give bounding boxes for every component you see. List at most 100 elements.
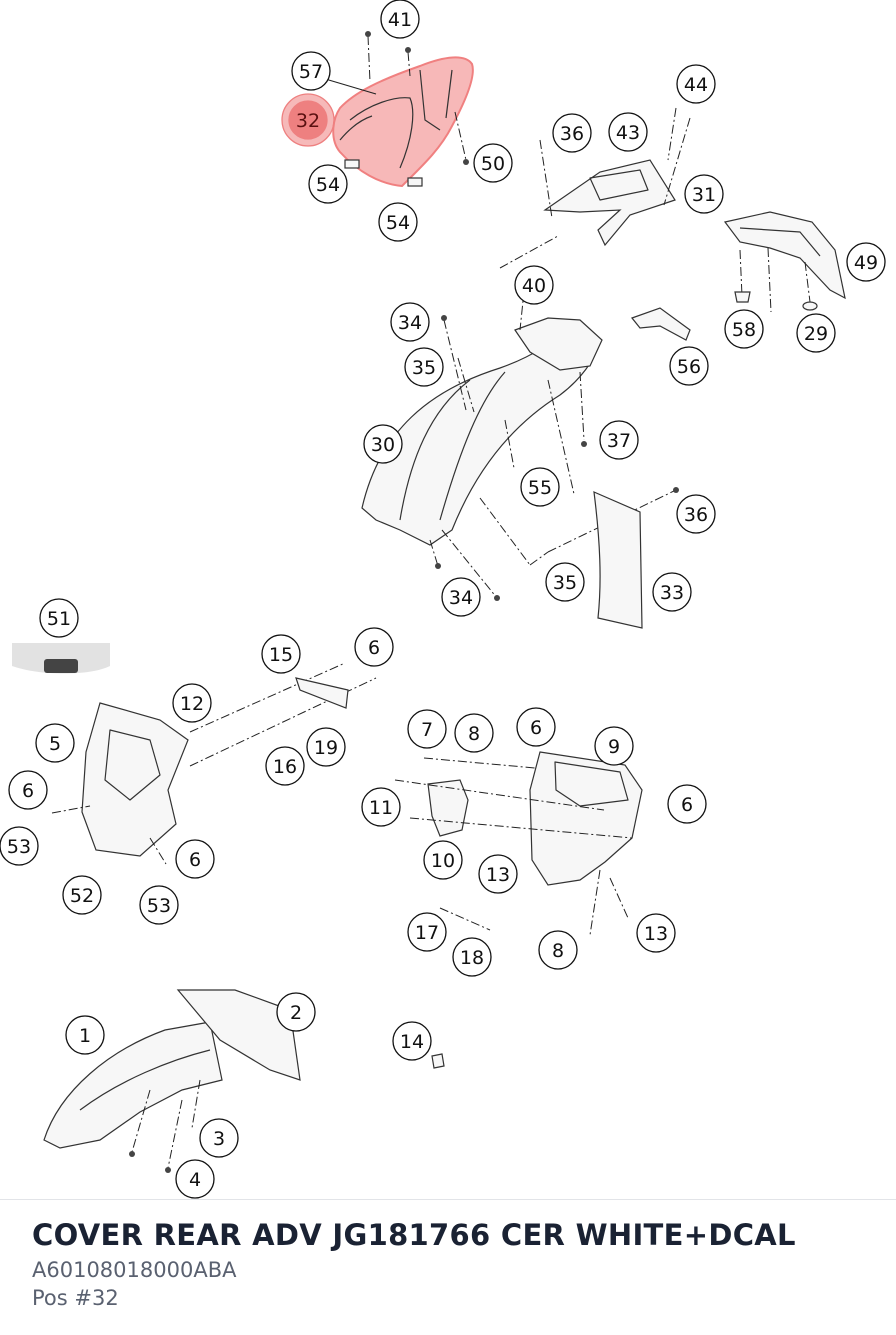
callout-56[interactable]: 56 — [669, 346, 709, 386]
callout-35[interactable]: 35 — [404, 347, 444, 387]
callout-12[interactable]: 12 — [172, 683, 212, 723]
callout-7[interactable]: 7 — [407, 709, 447, 749]
callout-number: 50 — [481, 153, 505, 175]
callout-53[interactable]: 53 — [0, 826, 39, 866]
callout-44[interactable]: 44 — [676, 64, 716, 104]
tail-bracket-part[interactable] — [543, 159, 676, 247]
callout-29[interactable]: 29 — [796, 313, 836, 353]
callout-34[interactable]: 34 — [390, 302, 430, 342]
rear-cover-part-highlighted[interactable] — [332, 56, 474, 188]
callout-57[interactable]: 57 — [291, 51, 331, 91]
callout-circle — [538, 930, 578, 970]
callout-number: 18 — [460, 947, 484, 969]
rear-light-part[interactable] — [723, 211, 846, 300]
callout-circle — [363, 424, 403, 464]
callout-circle — [354, 627, 394, 667]
callout-number: 6 — [22, 780, 34, 802]
callout-circle — [676, 494, 716, 534]
callout-number: 35 — [412, 357, 436, 379]
callout-36[interactable]: 36 — [676, 494, 716, 534]
callout-number: 58 — [732, 319, 756, 341]
callout-circle — [846, 242, 886, 282]
callout-number: 57 — [299, 61, 323, 83]
callout-16[interactable]: 16 — [265, 746, 305, 786]
callout-number: 54 — [316, 174, 340, 196]
callout-number: 55 — [528, 477, 552, 499]
callout-1[interactable]: 1 — [65, 1015, 105, 1055]
headlight-mask-part[interactable] — [81, 702, 189, 857]
callout-10[interactable]: 10 — [423, 840, 463, 880]
callout-13[interactable]: 13 — [636, 913, 676, 953]
callout-circle — [545, 562, 585, 602]
callout-5[interactable]: 5 — [35, 723, 75, 763]
callout-3[interactable]: 3 — [199, 1118, 239, 1158]
callout-number: 5 — [49, 733, 61, 755]
callout-9[interactable]: 9 — [594, 726, 634, 766]
callout-54[interactable]: 54 — [378, 202, 418, 242]
front-fender-part[interactable] — [43, 989, 301, 1149]
callout-circle — [454, 713, 494, 753]
callout-circle — [380, 0, 420, 39]
callout-54[interactable]: 54 — [308, 164, 348, 204]
callout-18[interactable]: 18 — [452, 937, 492, 977]
callout-53[interactable]: 53 — [139, 885, 179, 925]
callout-52[interactable]: 52 — [62, 875, 102, 915]
callout-circle — [175, 839, 215, 879]
instrument-cover-part[interactable] — [529, 751, 643, 886]
callout-number: 1 — [79, 1025, 91, 1047]
part-title: COVER REAR ADV JG181766 CER WHITE+DCAL — [32, 1218, 796, 1252]
callout-37[interactable]: 37 — [599, 420, 639, 460]
callout-15[interactable]: 15 — [261, 634, 301, 674]
callout-34[interactable]: 34 — [441, 577, 481, 617]
callout-17[interactable]: 17 — [407, 912, 447, 952]
callout-number: 33 — [660, 582, 684, 604]
callout-50[interactable]: 50 — [473, 143, 513, 183]
callout-circle — [652, 572, 692, 612]
callout-number: 10 — [431, 850, 455, 872]
callout-32[interactable]: 32 — [281, 93, 335, 147]
callout-circle — [139, 885, 179, 925]
callout-number: 32 — [296, 110, 320, 132]
callout-circle — [669, 346, 709, 386]
decal-part[interactable] — [12, 643, 110, 674]
part-position: Pos #32 — [32, 1286, 119, 1310]
callout-6[interactable]: 6 — [516, 707, 556, 747]
callout-4[interactable]: 4 — [175, 1159, 215, 1199]
callout-58[interactable]: 58 — [724, 309, 764, 349]
callout-8[interactable]: 8 — [454, 713, 494, 753]
callout-35[interactable]: 35 — [545, 562, 585, 602]
callout-14[interactable]: 14 — [392, 1021, 432, 1061]
callout-number: 7 — [421, 719, 433, 741]
callout-55[interactable]: 55 — [520, 467, 560, 507]
callout-number: 6 — [368, 637, 380, 659]
callout-number: 52 — [70, 885, 94, 907]
callout-6[interactable]: 6 — [8, 770, 48, 810]
mount-bracket-part[interactable] — [427, 779, 469, 837]
callout-40[interactable]: 40 — [514, 265, 554, 305]
callout-51[interactable]: 51 — [39, 598, 79, 638]
callout-6[interactable]: 6 — [667, 784, 707, 824]
callout-43[interactable]: 43 — [608, 112, 648, 152]
callout-33[interactable]: 33 — [652, 572, 692, 612]
callout-41[interactable]: 41 — [380, 0, 420, 39]
side-cover-part[interactable] — [593, 491, 643, 629]
callout-2[interactable]: 2 — [276, 992, 316, 1032]
callout-31[interactable]: 31 — [684, 174, 724, 214]
callout-11[interactable]: 11 — [361, 787, 401, 827]
headlight-bracket-part[interactable] — [295, 677, 349, 709]
callout-8[interactable]: 8 — [538, 930, 578, 970]
callout-6[interactable]: 6 — [175, 839, 215, 879]
small-bracket-part[interactable] — [631, 307, 691, 341]
callout-49[interactable]: 49 — [846, 242, 886, 282]
callout-36[interactable]: 36 — [552, 113, 592, 153]
callout-number: 41 — [388, 9, 412, 31]
callout-6[interactable]: 6 — [354, 627, 394, 667]
callout-circle — [516, 707, 556, 747]
callout-number: 54 — [386, 212, 410, 234]
callout-13[interactable]: 13 — [478, 854, 518, 894]
callout-19[interactable]: 19 — [306, 727, 346, 767]
rear-fender-part[interactable] — [361, 317, 603, 546]
callout-circle — [175, 1159, 215, 1199]
callout-30[interactable]: 30 — [363, 424, 403, 464]
